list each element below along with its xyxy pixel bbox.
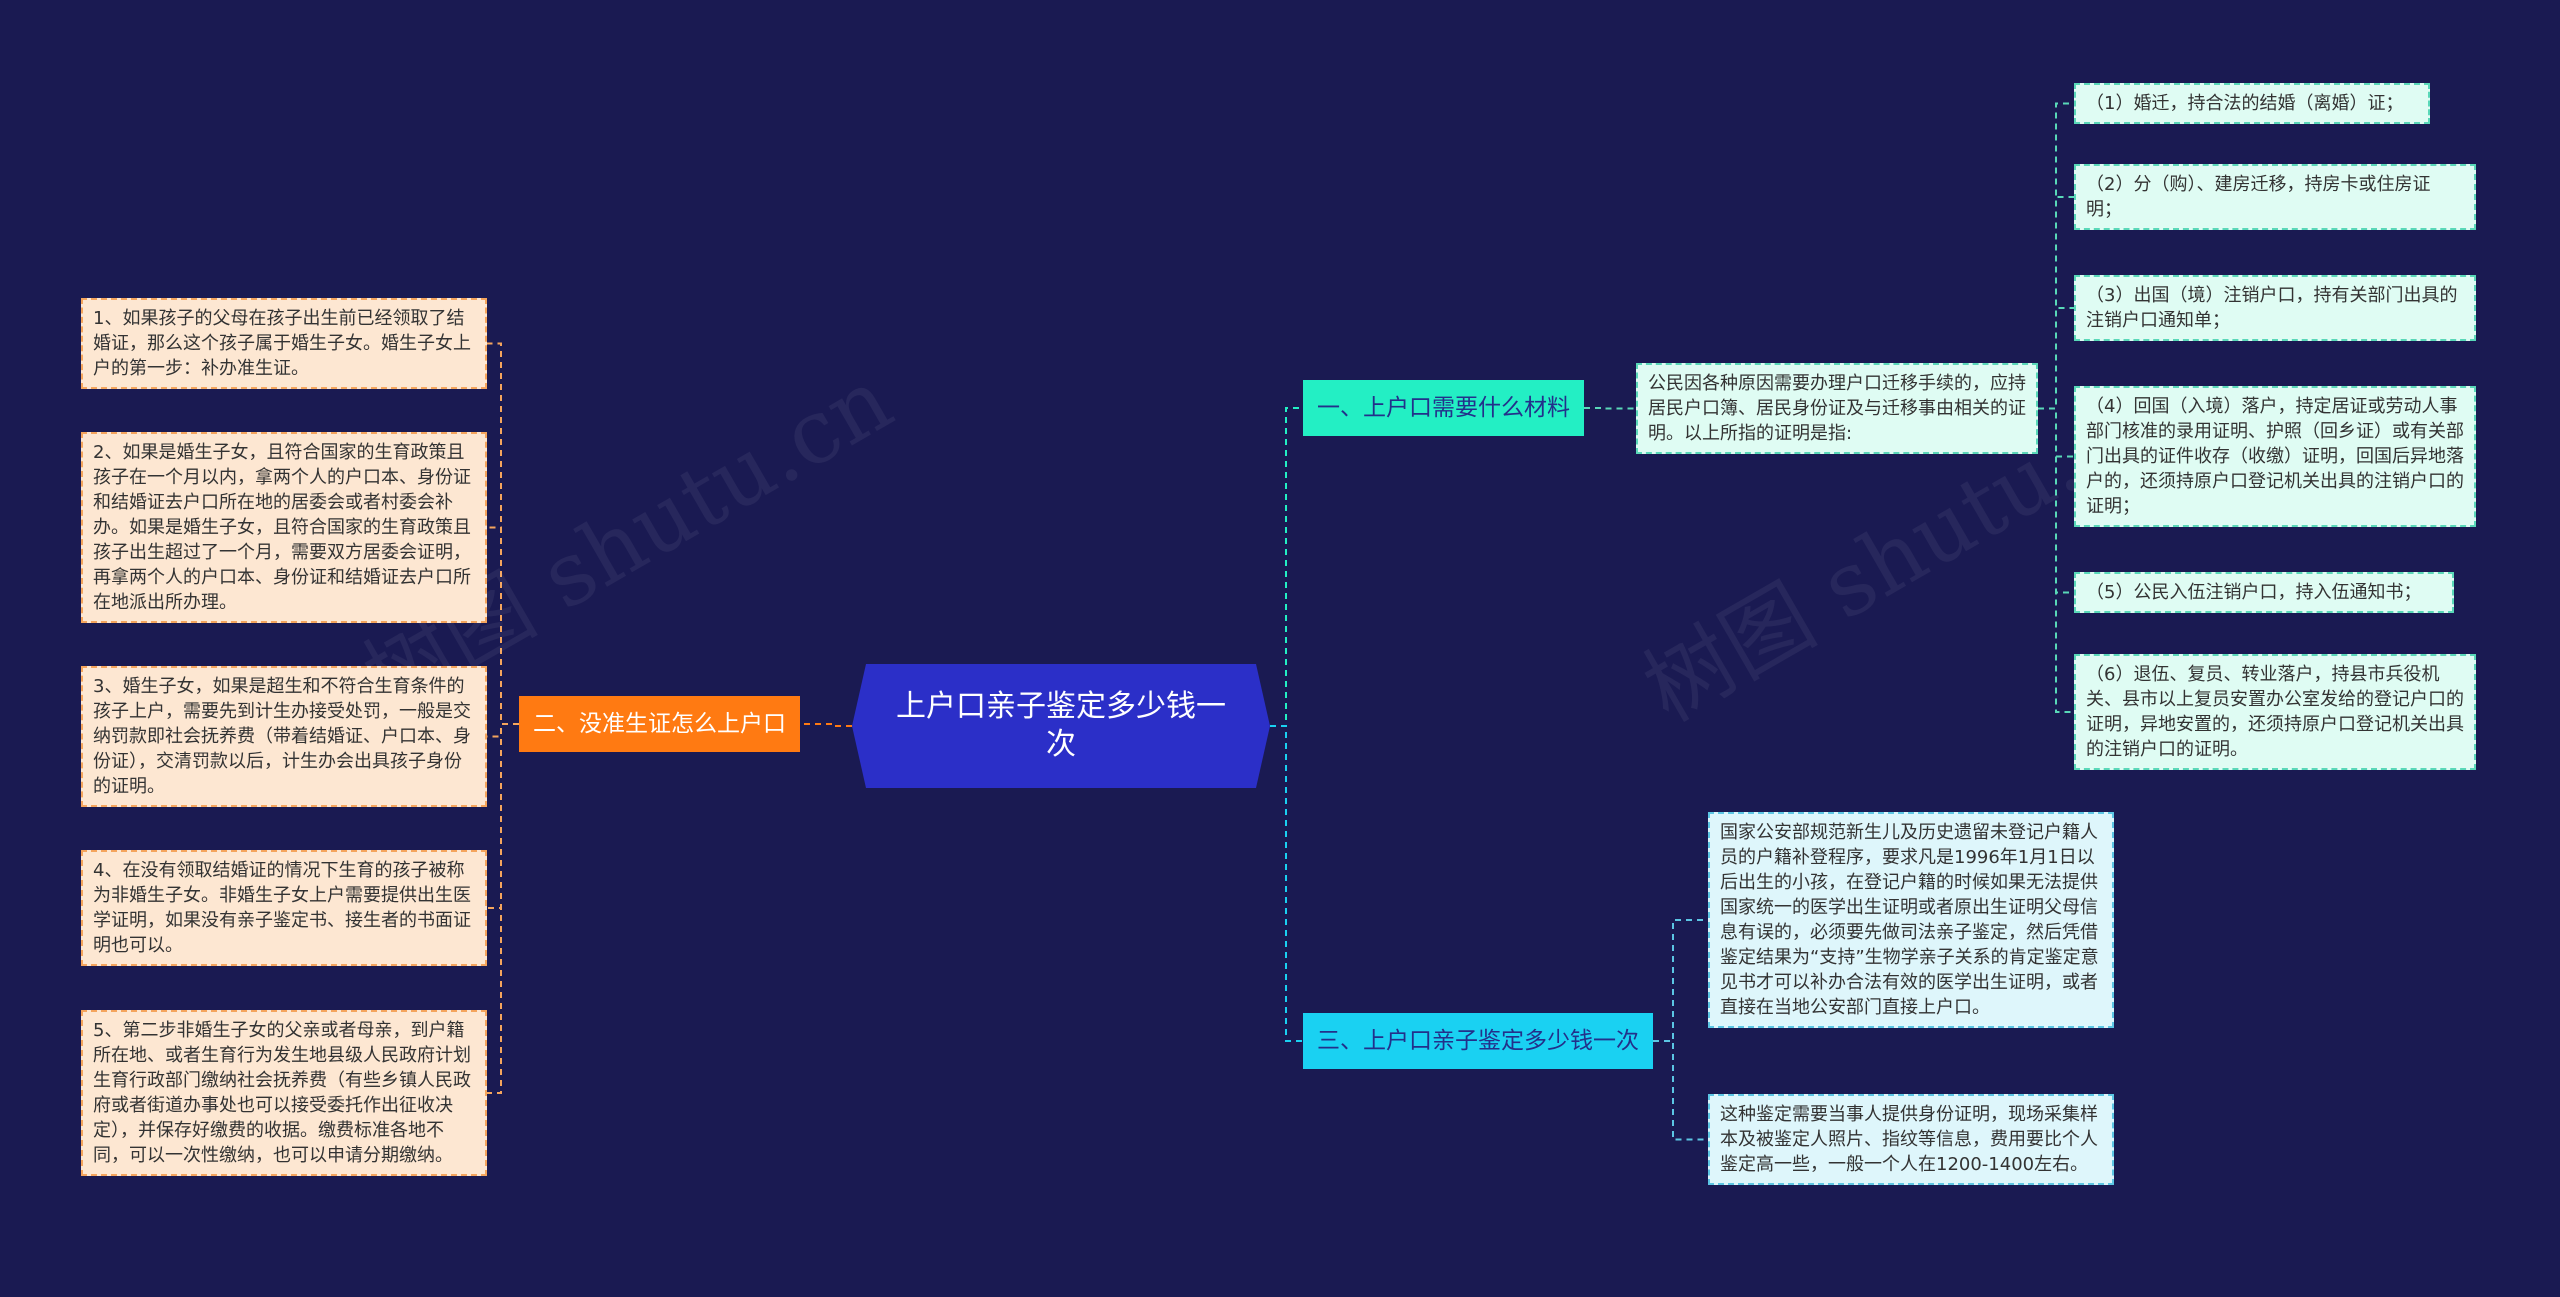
leaf-text: 1、如果孩子的父母在孩子出生前已经领取了结婚证，那么这个孩子属于婚生子女。婚生子…	[93, 308, 471, 379]
no-permit-item-4[interactable]: 4、在没有领取结婚证的情况下生育的孩子被称为非婚生子女。非婚生子女上户需要提供出…	[81, 850, 487, 966]
no-permit-item-5[interactable]: 5、第二步非婚生子女的父亲或者母亲，到户籍所在地、或者生育行为发生地县级人民政府…	[81, 1010, 487, 1176]
leaf-text: 4、在没有领取结婚证的情况下生育的孩子被称为非婚生子女。非婚生子女上户需要提供出…	[93, 860, 471, 956]
materials-item-2[interactable]: （2）分（购）、建房迁移，持房卡或住房证明；	[2074, 164, 2476, 230]
connector-line	[487, 723, 519, 1094]
materials-item-3[interactable]: （3）出国（境）注销户口，持有关部门出具的注销户口通知单；	[2074, 275, 2476, 341]
materials-item-1[interactable]: （1）婚迁，持合法的结婚（离婚）证；	[2074, 83, 2430, 124]
no-permit-item-3[interactable]: 3、婚生子女，如果是超生和不符合生育条件的孩子上户，需要先到计生办接受处罚，一般…	[81, 666, 487, 807]
branch-label: 三、上户口亲子鉴定多少钱一次	[1317, 1028, 1639, 1054]
leaf-text: 2、如果是婚生子女，且符合国家的生育政策且孩子在一个月以内，拿两个人的户口本、身…	[93, 442, 471, 613]
materials-item-6[interactable]: （6）退伍、复员、转业落户，持县市兵役机关、县市以上复员安置办公室发给的登记户口…	[2074, 654, 2476, 770]
leaf-text: （4）回国（入境）落户，持定居证或劳动人事部门核准的录用证明、护照（回乡证）或有…	[2086, 396, 2464, 517]
connector-line	[2038, 307, 2074, 410]
connector-line	[487, 723, 519, 909]
materials-item-4[interactable]: （4）回国（入境）落户，持定居证或劳动人事部门核准的录用证明、护照（回乡证）或有…	[2074, 386, 2476, 527]
root-title: 上户口亲子鉴定多少钱一次	[896, 689, 1226, 762]
connector-line	[487, 526, 519, 725]
leaf-text: （2）分（购）、建房迁移，持房卡或住房证明；	[2086, 174, 2431, 220]
leaf-text: 公民因各种原因需要办理户口迁移手续的，应持居民户口簿、居民身份证及与迁移事由相关…	[1648, 373, 2026, 444]
leaf-text: （3）出国（境）注销户口，持有关部门出具的注销户口通知单；	[2086, 285, 2458, 331]
connector-line	[487, 342, 519, 725]
leaf-text: 这种鉴定需要当事人提供身份证明，现场采集样本及被鉴定人照片、指纹等信息，费用要比…	[1720, 1104, 2098, 1175]
connector-line	[1653, 919, 1708, 1042]
no-permit-item-2[interactable]: 2、如果是婚生子女，且符合国家的生育政策且孩子在一个月以内，拿两个人的户口本、身…	[81, 432, 487, 623]
connector-line	[1270, 407, 1303, 727]
paternity-item-1[interactable]: 国家公安部规范新生儿及历史遗留未登记户籍人员的户籍补登程序，要求凡是1996年1…	[1708, 812, 2114, 1028]
materials-item-5[interactable]: （5）公民入伍注销户口，持入伍通知书；	[2074, 572, 2454, 613]
branch-no-birth-permit[interactable]: 二、没准生证怎么上户口	[519, 696, 800, 752]
connector-line	[1653, 1040, 1708, 1141]
connector-line	[2038, 407, 2074, 713]
branch-label: 一、上户口需要什么材料	[1317, 395, 1570, 421]
materials-summary[interactable]: 公民因各种原因需要办理户口迁移手续的，应持居民户口簿、居民身份证及与迁移事由相关…	[1636, 363, 2038, 454]
branch-label: 二、没准生证怎么上户口	[533, 711, 786, 737]
no-permit-item-1[interactable]: 1、如果孩子的父母在孩子出生前已经领取了结婚证，那么这个孩子属于婚生子女。婚生子…	[81, 298, 487, 389]
leaf-text: （6）退伍、复员、转业落户，持县市兵役机关、县市以上复员安置办公室发给的登记户口…	[2086, 664, 2464, 760]
connector-line	[1584, 407, 1636, 410]
leaf-text: 5、第二步非婚生子女的父亲或者母亲，到户籍所在地、或者生育行为发生地县级人民政府…	[93, 1020, 471, 1166]
branch-paternity-cost[interactable]: 三、上户口亲子鉴定多少钱一次	[1303, 1013, 1653, 1069]
connector-line	[487, 723, 519, 738]
root-topic[interactable]: 上户口亲子鉴定多少钱一次	[852, 664, 1270, 788]
paternity-item-2[interactable]: 这种鉴定需要当事人提供身份证明，现场采集样本及被鉴定人照片、指纹等信息，费用要比…	[1708, 1094, 2114, 1185]
leaf-text: （1）婚迁，持合法的结婚（离婚）证；	[2086, 93, 2404, 114]
branch-materials[interactable]: 一、上户口需要什么材料	[1303, 380, 1584, 436]
leaf-text: 3、婚生子女，如果是超生和不符合生育条件的孩子上户，需要先到计生办接受处罚，一般…	[93, 676, 471, 797]
leaf-text: 国家公安部规范新生儿及历史遗留未登记户籍人员的户籍补登程序，要求凡是1996年1…	[1720, 822, 2099, 1018]
connector-line	[1270, 725, 1303, 1042]
connector-line	[2038, 196, 2074, 410]
connector-line	[800, 723, 852, 727]
leaf-text: （5）公民入伍注销户口，持入伍通知书；	[2086, 582, 2422, 603]
